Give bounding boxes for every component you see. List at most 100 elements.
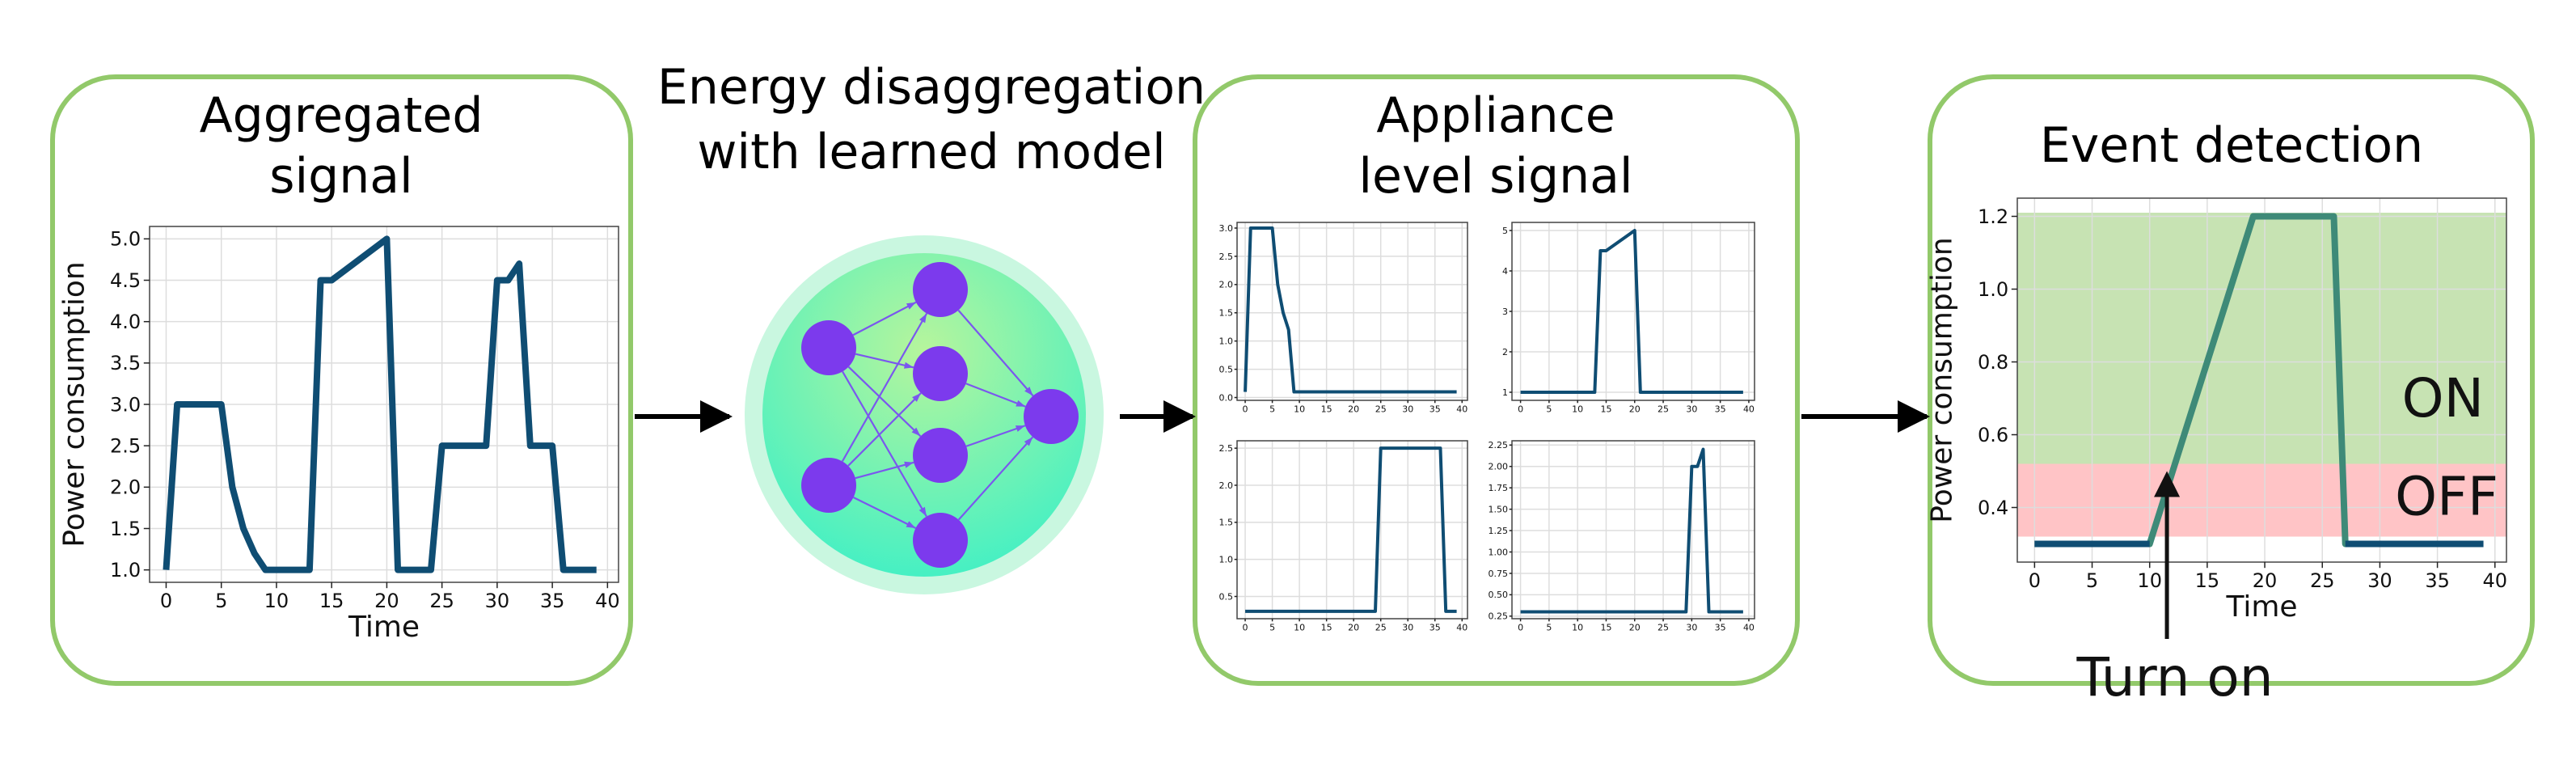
aggregated-title-line1: Aggregated (200, 87, 484, 144)
y-tick-label: 2 (1502, 347, 1508, 357)
x-tick-label: 30 (1402, 622, 1413, 632)
nn-node (801, 320, 856, 375)
x-tick-label: 10 (264, 590, 289, 612)
plot-frame (2016, 197, 2507, 563)
nn-edge (957, 309, 1034, 397)
nn-edge (841, 312, 928, 463)
nn-edge-arrowhead (906, 521, 916, 528)
nn-node (913, 262, 968, 317)
nn-edge-arrowhead (918, 506, 927, 517)
x-tick-label: 30 (1686, 404, 1697, 414)
y-tick-label: 4.0 (110, 311, 141, 333)
x-tick-label: 0 (2029, 569, 2041, 592)
y-axis-label: Power consumption (57, 261, 91, 547)
y-tick-label: 3.0 (1219, 223, 1234, 234)
y-tick-label: 2.25 (1489, 440, 1509, 450)
x-tick-label: 20 (1629, 622, 1641, 632)
neural-network (745, 235, 1104, 594)
off-label: OFF (2395, 466, 2498, 528)
nn-edge-arrowhead (903, 362, 914, 369)
nn-edge (965, 425, 1026, 447)
x-tick-label: 10 (1572, 622, 1583, 632)
y-tick-label: 0.5 (1219, 364, 1234, 374)
nn-node (913, 513, 968, 568)
x-tick-label: 5 (1546, 622, 1552, 632)
x-tick-label: 15 (1321, 404, 1332, 414)
nn-edge (852, 301, 917, 336)
x-tick-label: 25 (1375, 404, 1387, 414)
nn-node (913, 428, 968, 483)
nn-nodes (801, 262, 1079, 568)
nn-edge (965, 383, 1026, 408)
panel-aggregated (50, 74, 633, 686)
x-tick-label: 0 (1243, 404, 1248, 414)
y-tick-label: 1.75 (1489, 483, 1509, 493)
nn-edge (855, 461, 914, 480)
series-line (1245, 446, 1457, 613)
series-line (1520, 229, 1743, 394)
x-tick-label: 30 (485, 590, 510, 612)
panel-appliance (1193, 74, 1800, 686)
x-tick-label: 20 (1348, 404, 1359, 414)
x-tick-label: 10 (1572, 404, 1583, 414)
x-tick-label: 20 (1629, 404, 1641, 414)
x-tick-label: 30 (2367, 569, 2392, 592)
x-tick-label: 0 (160, 590, 172, 612)
turn-on-label: Turn on (2076, 646, 2273, 708)
x-axis-label: Time (2225, 590, 2297, 624)
y-tick-label: 3.5 (110, 352, 141, 374)
nn-edge-arrowhead (918, 313, 927, 324)
y-tick-label: 0.6 (1978, 424, 2008, 446)
x-tick-label: 35 (1715, 622, 1726, 632)
model-title-line2: with learned model (697, 124, 1165, 180)
x-tick-label: 0 (1518, 622, 1523, 632)
x-tick-label: 10 (2137, 569, 2162, 592)
x-tick-label: 40 (1743, 622, 1755, 632)
y-tick-label: 1.2 (1978, 205, 2008, 228)
y-tick-label: 1.5 (110, 518, 141, 540)
y-tick-label: 4.5 (110, 269, 141, 292)
nn-edge (853, 497, 916, 529)
x-tick-label: 25 (1658, 404, 1669, 414)
y-tick-label: 2.5 (110, 435, 141, 458)
x-tick-label: 40 (2482, 569, 2507, 592)
x-tick-label: 20 (374, 590, 399, 612)
nn-edge (957, 436, 1034, 521)
x-tick-label: 5 (1546, 404, 1552, 414)
nn-connections (841, 301, 1034, 529)
aggregated-title-line2: signal (269, 148, 412, 205)
y-tick-label: 2.0 (110, 476, 141, 499)
x-tick-label: 40 (1456, 404, 1467, 414)
x-tick-label: 20 (2253, 569, 2278, 592)
y-tick-label: 1.00 (1489, 547, 1509, 557)
x-tick-label: 35 (540, 590, 565, 612)
y-tick-label: 5 (1502, 226, 1508, 236)
model-title-line1: Energy disaggregation (657, 59, 1206, 116)
y-tick-label: 5.0 (110, 228, 141, 251)
plot-frame (1236, 222, 1468, 401)
appliance-title-line1: Appliance (1376, 87, 1615, 144)
y-tick-label: 1.5 (1219, 308, 1234, 319)
nn-edge (855, 353, 914, 369)
x-tick-label: 30 (1402, 404, 1413, 414)
y-tick-label: 1.0 (1219, 555, 1234, 565)
y-tick-label: 0.5 (1219, 591, 1234, 602)
y-tick-label: 2.5 (1219, 252, 1234, 262)
x-tick-label: 5 (1269, 404, 1275, 414)
y-tick-label: 0.8 (1978, 351, 2008, 374)
x-tick-label: 5 (2086, 569, 2098, 592)
y-tick-label: 1.50 (1489, 504, 1509, 514)
nn-edge (847, 366, 922, 438)
y-tick-label: 0.25 (1489, 611, 1509, 622)
nn-edge-arrowhead (1024, 437, 1033, 446)
x-tick-label: 15 (1600, 404, 1611, 414)
nn-edge-arrowhead (1024, 387, 1033, 396)
series-line (1520, 447, 1743, 614)
on-region (2017, 213, 2506, 464)
y-tick-label: 1.25 (1489, 526, 1509, 536)
